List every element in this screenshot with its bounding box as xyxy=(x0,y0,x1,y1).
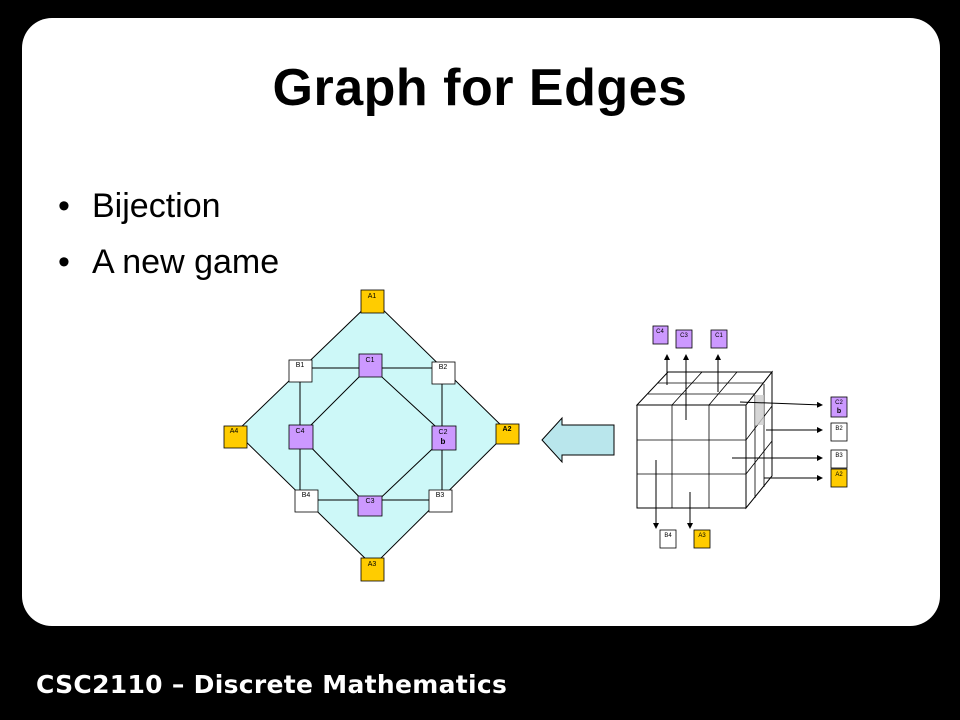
svg-text:C4: C4 xyxy=(656,329,664,335)
svg-text:B2: B2 xyxy=(439,364,448,371)
node-b4: B4 xyxy=(294,489,319,513)
bullet-item: • Bijection xyxy=(58,178,279,234)
svg-text:C3: C3 xyxy=(366,498,375,505)
bullet-list: • Bijection • A new game xyxy=(58,178,279,290)
svg-text:B3: B3 xyxy=(436,492,445,499)
node-c4: C4 xyxy=(288,424,314,450)
svg-text:B4: B4 xyxy=(664,533,672,539)
svg-text:C4: C4 xyxy=(296,428,305,435)
svg-text:C1: C1 xyxy=(366,357,375,364)
svg-text:A1: A1 xyxy=(368,293,377,300)
slide-background xyxy=(22,18,940,626)
node-b2: B2 xyxy=(431,361,456,385)
cube-label-c3: C3 xyxy=(675,329,693,349)
cube-label-b4: B4 xyxy=(659,529,677,549)
bullet-item: • A new game xyxy=(58,234,279,290)
node-a3: A3 xyxy=(360,557,385,582)
svg-text:B2: B2 xyxy=(835,426,843,432)
svg-text:C1: C1 xyxy=(715,333,723,339)
node-b3: B3 xyxy=(428,489,453,513)
node-b1: B1 xyxy=(288,359,313,383)
node-c3: C3 xyxy=(357,495,383,517)
node-c1: C1 xyxy=(358,353,383,378)
slide-title: Graph for Edges xyxy=(272,59,688,117)
bullet-dot-icon: • xyxy=(58,187,70,225)
course-footer: CSC2110 – Discrete Mathematics xyxy=(36,670,508,699)
cube-label-c1: C1 xyxy=(710,329,728,349)
svg-text:A2: A2 xyxy=(835,472,843,478)
cube-label-a2: A2 xyxy=(830,468,848,488)
cube-label-c4: C4 xyxy=(652,325,669,345)
cube-label-b3: B3 xyxy=(830,449,848,469)
cube-label-c2: C2 b xyxy=(830,396,848,418)
svg-text:b: b xyxy=(837,408,841,415)
svg-text:C2: C2 xyxy=(835,400,843,406)
svg-text:A3: A3 xyxy=(698,533,706,539)
cube-label-b2: B2 xyxy=(830,422,848,442)
svg-text:B4: B4 xyxy=(302,492,311,499)
svg-text:A3: A3 xyxy=(368,561,377,568)
node-a1: A1 xyxy=(360,289,385,314)
svg-text:B1: B1 xyxy=(296,362,305,369)
bullet-dot-icon: • xyxy=(58,243,70,281)
svg-text:C3: C3 xyxy=(680,333,688,339)
node-a2: A2 xyxy=(495,423,520,445)
svg-text:C2: C2 xyxy=(439,429,448,436)
svg-text:A4: A4 xyxy=(230,428,239,435)
svg-text:B3: B3 xyxy=(835,453,843,459)
node-c2: C2 b xyxy=(431,425,457,451)
bullet-text: Bijection xyxy=(92,187,221,225)
svg-text:b: b xyxy=(441,437,446,446)
svg-text:A2: A2 xyxy=(503,426,512,433)
bullet-text: A new game xyxy=(92,243,280,281)
cube-front-face xyxy=(636,404,747,509)
node-a4: A4 xyxy=(223,425,248,449)
cube-label-a3: A3 xyxy=(693,529,711,549)
